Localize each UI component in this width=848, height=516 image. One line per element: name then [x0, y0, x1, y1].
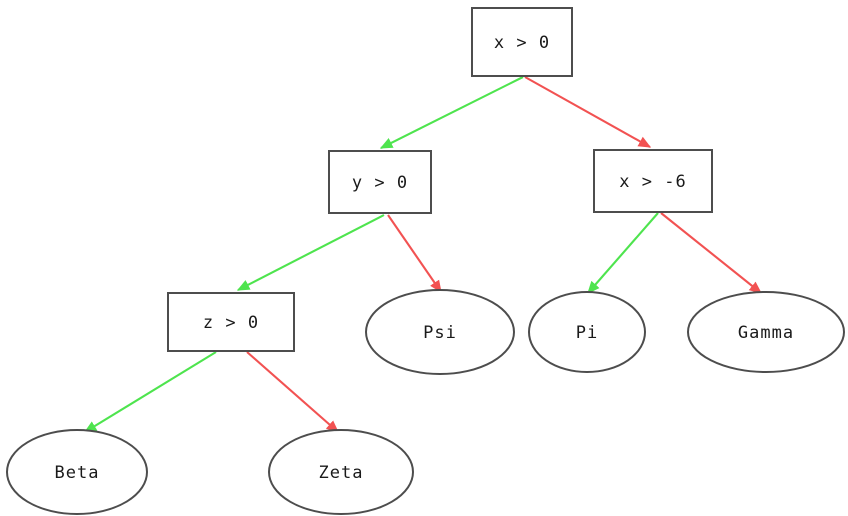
edge-root-to-y-true: [379, 76, 524, 149]
node-z[interactable]: z > 0: [167, 292, 295, 352]
node-label-zeta: Zeta: [319, 463, 364, 483]
edge-z-to-beta-true: [83, 351, 217, 433]
edge-layer: [83, 76, 762, 433]
node-shape-ellipse-psi: [365, 289, 515, 375]
node-label-pi: Pi: [576, 323, 598, 343]
node-label-z: z > 0: [203, 313, 259, 333]
node-shape-ellipse-beta: [6, 429, 148, 515]
node-label-y: y > 0: [352, 173, 408, 193]
edge-y-to-z-true: [236, 214, 385, 291]
node-shape-rect-xneg6: [593, 149, 713, 213]
node-gamma[interactable]: Gamma: [687, 291, 845, 373]
node-label-beta: Beta: [55, 463, 100, 483]
node-label-root: x > 0: [494, 33, 550, 53]
edge-xneg6-to-gamma-false: [660, 212, 762, 294]
node-zeta[interactable]: Zeta: [268, 429, 414, 515]
node-shape-rect-root: [471, 7, 573, 77]
node-shape-ellipse-zeta: [268, 429, 414, 515]
node-shape-rect-z: [167, 292, 295, 352]
edge-root-to-xneg6-false: [524, 76, 652, 148]
node-root[interactable]: x > 0: [471, 7, 573, 77]
edge-z-to-zeta-false: [246, 351, 339, 433]
node-shape-ellipse-pi: [528, 291, 646, 373]
node-psi[interactable]: Psi: [365, 289, 515, 375]
node-y[interactable]: y > 0: [328, 150, 432, 214]
node-xneg6[interactable]: x > -6: [593, 149, 713, 213]
node-shape-rect-y: [328, 150, 432, 214]
node-beta[interactable]: Beta: [6, 429, 148, 515]
node-shape-ellipse-gamma: [687, 291, 845, 373]
edge-xneg6-to-pi-true: [587, 212, 659, 294]
node-label-xneg6: x > -6: [619, 172, 686, 192]
node-label-psi: Psi: [423, 323, 457, 343]
node-pi[interactable]: Pi: [528, 291, 646, 373]
edge-y-to-psi-false: [387, 214, 442, 294]
node-label-gamma: Gamma: [738, 323, 794, 343]
